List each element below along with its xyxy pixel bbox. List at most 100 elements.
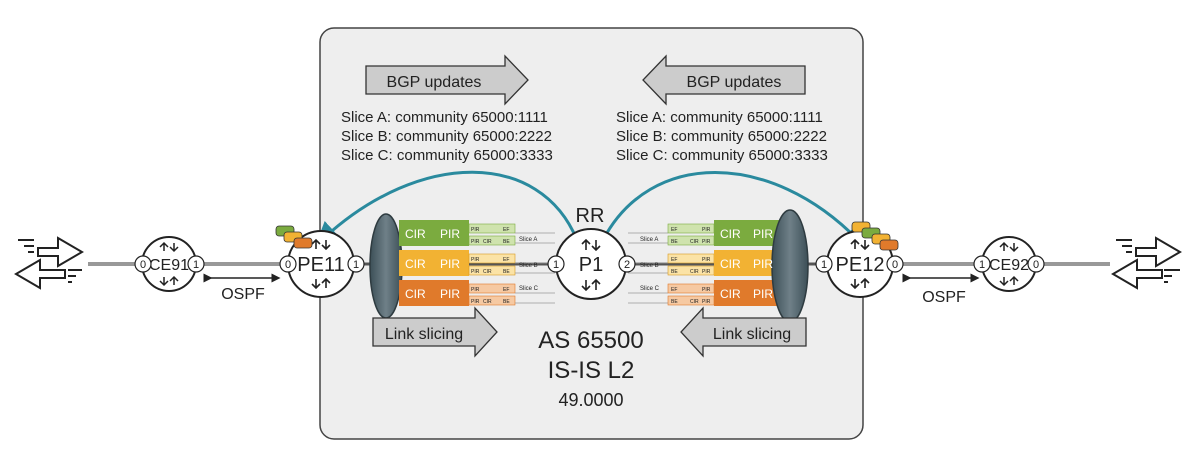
left-slice-c-q2c: CIR xyxy=(483,299,492,305)
community-left-b: Slice B: community 65000:2222 xyxy=(341,128,552,145)
right-slice-a-cir: CIR xyxy=(720,227,741,241)
right-slice-c-ef: EF xyxy=(671,287,677,293)
bgp-updates-arrow-left xyxy=(365,54,529,106)
bgp-session-curve-right xyxy=(601,171,867,249)
pe11-port-0: 0 xyxy=(285,259,291,271)
community-left-a: Slice A: community 65000:1111 xyxy=(341,109,548,126)
community-right-a: Slice A: community 65000:1111 xyxy=(616,109,823,126)
router-pe11-label: PE11 xyxy=(297,254,344,276)
left-slice-c-name: Slice C xyxy=(519,286,539,292)
left-slice-c-cir: CIR xyxy=(405,287,426,301)
router-p1-label: P1 xyxy=(579,254,603,276)
right-slice-b-q2c: CIR xyxy=(690,269,699,275)
left-slice-b-q2: PIR xyxy=(471,269,480,275)
left-slice-b-be: BE xyxy=(503,269,510,275)
ce92-port-1-badge xyxy=(973,255,991,273)
right-slice-a-ef: EF xyxy=(671,227,677,233)
traffic-arrows-left-icon xyxy=(14,236,84,290)
router-ce92-label: CE92 xyxy=(989,257,1029,274)
right-slice-a-q2: PIR xyxy=(702,239,711,245)
p1-port-1: 1 xyxy=(553,259,559,271)
right-slice-a-name: Slice A xyxy=(640,237,658,243)
ce91-port-1: 1 xyxy=(193,259,199,271)
pe11-port-1-badge xyxy=(347,255,365,273)
area-label: 49.0000 xyxy=(558,390,623,410)
left-slice-a-pir: PIR xyxy=(440,227,460,241)
ce92-port-0: 0 xyxy=(1033,259,1039,271)
left-slice-c-be: BE xyxy=(503,299,510,305)
right-slice-a-pir: PIR xyxy=(753,227,773,241)
right-slice-c-pir: PIR xyxy=(753,287,773,301)
ce91-port-0: 0 xyxy=(140,259,146,271)
ospf-right-label: OSPF xyxy=(922,289,966,306)
community-right-c: Slice C: community 65000:3333 xyxy=(616,147,828,164)
right-slice-a-q1: PIR xyxy=(702,227,711,233)
right-slice-bundle xyxy=(628,209,809,323)
right-slice-b-q1: PIR xyxy=(702,257,711,263)
bgp-session-curve-left xyxy=(315,170,579,247)
p1-role-label: RR xyxy=(576,205,605,227)
bgp-updates-label-left: BGP updates xyxy=(387,74,482,91)
left-slice-a-be: BE xyxy=(503,239,510,245)
left-slice-a-q2: PIR xyxy=(471,239,480,245)
link-slicing-label-right: Link slicing xyxy=(713,326,791,343)
community-right-b: Slice B: community 65000:2222 xyxy=(616,128,827,145)
as-label: AS 65500 xyxy=(538,327,643,354)
left-slice-b-q1: PIR xyxy=(471,257,480,263)
right-slice-c-q2: PIR xyxy=(702,299,711,305)
pe12-port-1-badge xyxy=(815,255,833,273)
community-left-c: Slice C: community 65000:3333 xyxy=(341,147,553,164)
left-slice-b-ef: EF xyxy=(503,257,509,263)
left-slice-c-ef: EF xyxy=(503,287,509,293)
right-slice-c-q1: PIR xyxy=(702,287,711,293)
left-slice-a-cir: CIR xyxy=(405,227,426,241)
router-ce91-label: CE91 xyxy=(149,257,189,274)
router-pe12-label: PE12 xyxy=(836,254,885,276)
p1-port-1-badge xyxy=(547,255,565,273)
p1-port-2-badge xyxy=(618,255,636,273)
bgp-updates-arrow-right xyxy=(642,54,806,106)
right-slice-b-ef: EF xyxy=(671,257,677,263)
igp-label: IS-IS L2 xyxy=(548,357,635,384)
right-slice-a-be: BE xyxy=(671,239,678,245)
left-slice-bundle xyxy=(369,213,555,319)
link-slicing-arrow-right xyxy=(680,306,807,358)
link-slicing-label-left: Link slicing xyxy=(385,326,463,343)
left-slice-b-name: Slice B xyxy=(519,263,538,269)
router-ce92[interactable] xyxy=(981,236,1037,292)
right-slice-b-q2: PIR xyxy=(702,269,711,275)
left-slice-a-q1: PIR xyxy=(471,227,480,233)
left-slice-c-q2: PIR xyxy=(471,299,480,305)
ospf-left-label: OSPF xyxy=(221,286,265,303)
ce92-port-0-badge xyxy=(1027,255,1045,273)
pe12-port-1: 1 xyxy=(821,259,827,271)
left-slice-b-q2c: CIR xyxy=(483,269,492,275)
ce92-port-1: 1 xyxy=(979,259,985,271)
right-slice-b-be: BE xyxy=(671,269,678,275)
traffic-arrows-right-icon xyxy=(1111,236,1182,290)
left-slice-a-ef: EF xyxy=(503,227,509,233)
p1-port-2: 2 xyxy=(624,259,630,271)
link-slicing-arrow-left xyxy=(372,306,498,358)
bgp-updates-label-right: BGP updates xyxy=(687,74,782,91)
ce91-port-0-badge xyxy=(134,255,152,273)
left-slice-c-pir: PIR xyxy=(440,287,460,301)
left-slice-a-name: Slice A xyxy=(519,237,537,243)
right-slice-c-be: BE xyxy=(671,299,678,305)
right-slice-b-name: Slice B xyxy=(640,263,659,269)
left-slice-c-q1: PIR xyxy=(471,287,480,293)
left-slice-b-cir: CIR xyxy=(405,257,426,271)
left-slice-b-pir: PIR xyxy=(440,257,460,271)
left-slice-a-q2c: CIR xyxy=(483,239,492,245)
pe11-slice-queues-icon xyxy=(275,225,313,249)
pe11-port-1: 1 xyxy=(353,259,359,271)
right-slice-c-name: Slice C xyxy=(640,286,660,292)
right-slice-c-cir: CIR xyxy=(720,287,741,301)
pe11-port-0-badge xyxy=(279,255,297,273)
pe12-port-0: 0 xyxy=(892,259,898,271)
pe12-slice-queues-icon xyxy=(851,221,899,251)
right-slice-a-q2c: CIR xyxy=(690,239,699,245)
ce91-port-1-badge xyxy=(187,255,205,273)
